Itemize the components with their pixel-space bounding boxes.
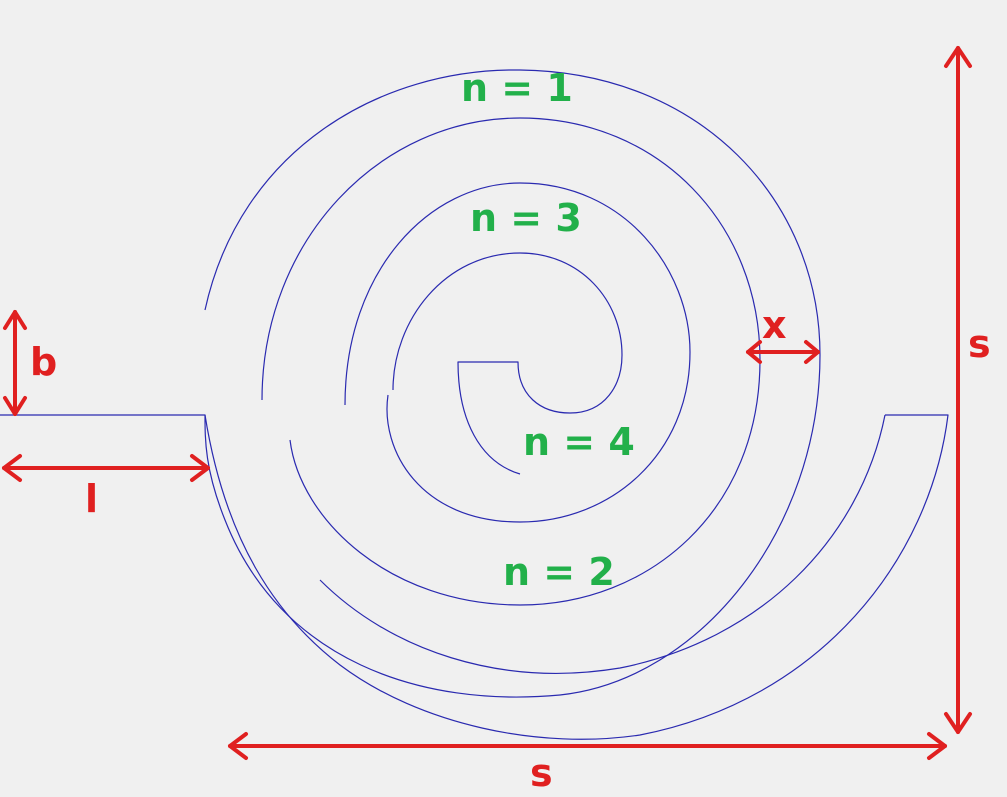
dimension-x-arrowhead-right xyxy=(804,340,820,364)
dimension-b-arrowhead-top xyxy=(3,310,27,330)
turn-label-n4: n = 4 xyxy=(523,420,635,464)
dimension-l-arrowhead-left xyxy=(2,454,22,482)
spiral-turn-2-inner xyxy=(344,182,691,523)
dimension-b-label: b xyxy=(30,340,57,384)
dimension-s-vertical-arrowhead-bottom xyxy=(944,712,972,734)
spiral-outer-tail xyxy=(204,414,949,740)
dimension-s-vertical-arrowhead-top xyxy=(944,46,972,68)
dimension-s-vertical-label: s xyxy=(968,322,991,366)
dimension-s-horizontal-arrowhead-right xyxy=(927,732,947,760)
dimension-s-vertical: s xyxy=(944,46,991,734)
dimension-l-label: l xyxy=(85,477,98,521)
dimension-x-arrowhead-left xyxy=(746,340,762,364)
dimension-s-horizontal-label: s xyxy=(530,751,553,795)
dimension-b: b xyxy=(3,310,57,416)
dimension-x-label: x xyxy=(762,303,787,347)
dimension-x: x xyxy=(746,303,820,364)
dimension-s-horizontal-arrowhead-left xyxy=(228,732,248,760)
spiral-tail xyxy=(392,252,623,475)
dimension-b-arrowhead-bottom xyxy=(3,396,27,416)
spiral-outer-tail-inner xyxy=(319,414,886,674)
dimension-s-horizontal: s xyxy=(228,732,947,795)
dimension-l: l xyxy=(2,454,210,521)
spiral-turn-1-outer xyxy=(0,69,821,698)
dimension-l-arrowhead-right xyxy=(190,454,210,482)
turn-label-n2: n = 2 xyxy=(503,550,615,594)
turn-label-n3: n = 3 xyxy=(470,196,582,240)
turn-label-n1: n = 1 xyxy=(461,66,573,110)
